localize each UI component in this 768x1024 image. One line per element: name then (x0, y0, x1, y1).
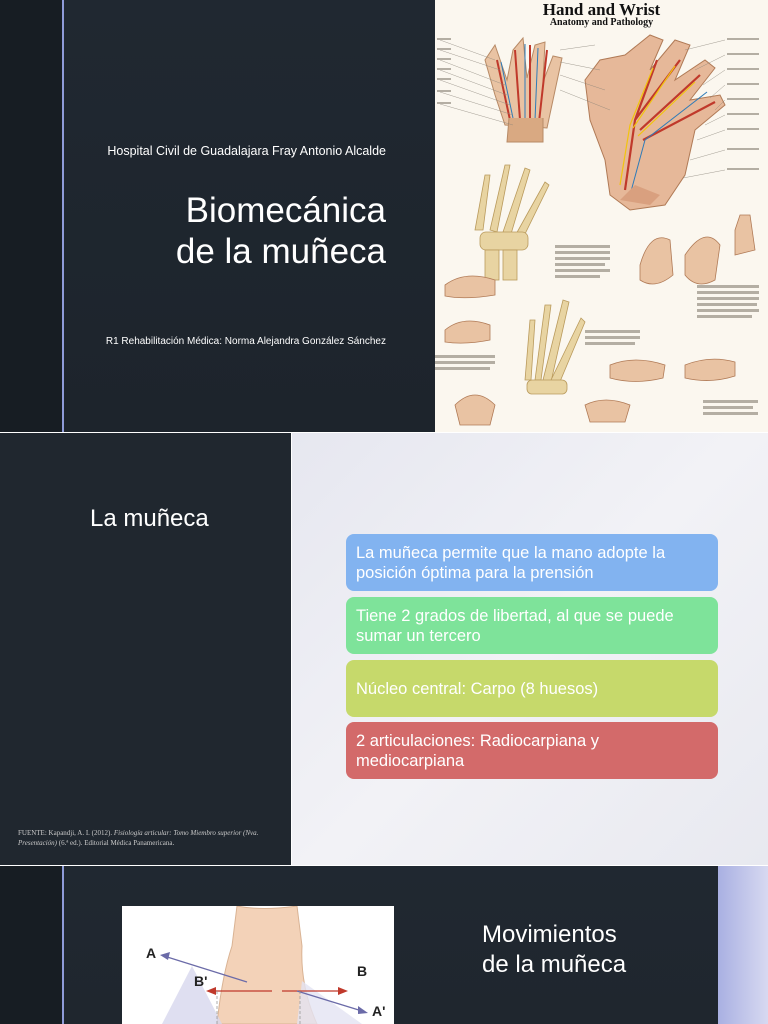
info-box-articulaciones: 2 articulaciones: Radiocarpiana y medioc… (346, 722, 718, 779)
slide-edge-gradient (718, 866, 768, 1024)
accent-line (62, 0, 64, 432)
info-box-text: Núcleo central: Carpo (8 huesos) (356, 679, 599, 698)
slide-title-heading: Biomecánica de la muñeca (176, 190, 386, 272)
slide-heading: Movimientos de la muñeca (482, 920, 626, 980)
wrist-skeleton-drawing (474, 164, 550, 281)
info-box-text: La muñeca permite que la mano adopte la … (356, 543, 666, 582)
slide-heading: La muñeca (90, 505, 209, 532)
poster-title: Hand and Wrist (542, 0, 661, 19)
label-b-prime: B' (194, 973, 207, 989)
slide-la-muneca[interactable]: La muñeca La muñeca permite que la mano … (0, 433, 768, 865)
slide-movimientos[interactable]: A B' B A' Movimientos de la muñeca (0, 866, 768, 1024)
palmar-skeleton-drawing (524, 299, 586, 395)
poster-leader-lines (439, 39, 726, 179)
accent-line (62, 866, 64, 1024)
info-box-text: Tiene 2 grados de libertad, al que se pu… (356, 606, 674, 645)
wrist-movement-svg: A B' B A' (146, 906, 385, 1024)
hand-wrist-anatomy-poster: Hand and Wrist Anatomy and Pathology (435, 0, 768, 432)
poster-text-blocks (435, 245, 759, 415)
poster-label-stubs (437, 38, 759, 170)
info-box-prension: La muñeca permite que la mano adopte la … (346, 534, 718, 591)
slide-side-strip (0, 866, 62, 1024)
slide-dark-panel (0, 433, 291, 865)
poster-subtitle: Anatomy and Pathology (549, 17, 654, 28)
citation-prefix: FUENTE: Kapandji, A. I. (2012). (18, 829, 114, 837)
info-box-text: 2 articulaciones: Radiocarpiana y medioc… (356, 731, 600, 770)
title-line-2: de la muñeca (175, 232, 386, 271)
source-citation: FUENTE: Kapandji, A. I. (2012). Fisiolog… (18, 828, 288, 848)
wrist-movement-diagram: A B' B A' (122, 906, 394, 1024)
pathology-illustrations (444, 214, 756, 426)
hospital-name: Hospital Civil de Guadalajara Fray Anton… (107, 144, 386, 158)
palmar-hand-drawing (584, 34, 726, 211)
title-line-1: Biomecánica (185, 191, 386, 230)
label-a: A (146, 945, 156, 961)
label-b: B (357, 963, 367, 979)
anatomy-illustration (435, 34, 759, 426)
info-box-carpo: Núcleo central: Carpo (8 huesos) (346, 660, 718, 717)
slide-side-strip (0, 0, 62, 432)
title-line-2: de la muñeca (482, 951, 627, 978)
label-a-prime: A' (372, 1003, 385, 1019)
dorsal-hand-drawing (484, 36, 563, 143)
title-line-1: Movimientos (482, 921, 617, 948)
slide-title[interactable]: Hospital Civil de Guadalajara Fray Anton… (0, 0, 768, 432)
citation-suffix: (6.ª ed.). Editorial Médica Panamericana… (57, 839, 175, 847)
info-box-grados-libertad: Tiene 2 grados de libertad, al que se pu… (346, 597, 718, 654)
author-line: R1 Rehabilitación Médica: Norma Alejandr… (105, 336, 386, 347)
citation-title: Fisiología articular: Tomo Miembro super… (18, 829, 259, 847)
